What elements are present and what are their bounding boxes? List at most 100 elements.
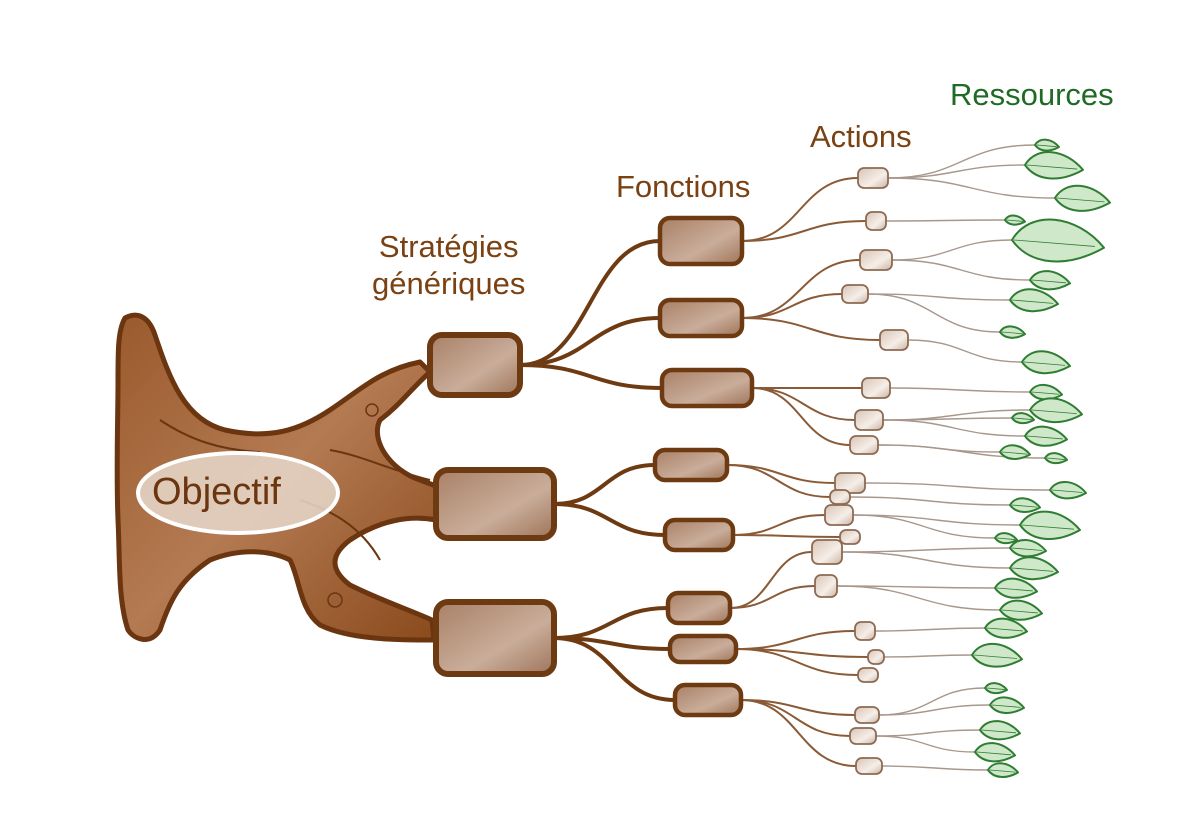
resource-leaf-icon [1029,270,1071,291]
function-action-link [726,464,836,484]
resource-leaf-icon [999,325,1026,339]
leaf-vein [1001,451,1028,455]
leaf-vein [1021,524,1075,530]
action-node [854,409,884,431]
resource-leaf-icon [1009,497,1041,513]
action-resource-link [874,627,986,632]
strategy-function-link [552,502,667,537]
action-node [859,249,893,271]
strategy-node [427,332,523,398]
action-node [879,329,909,351]
action-node [811,539,843,565]
action-node [854,706,880,724]
resource-leaf-icon [1024,425,1068,447]
function-action-link [751,387,856,421]
resource-leaf-icon [1029,397,1083,424]
leaf-vein [1026,164,1078,170]
resource-leaf-icon [1044,452,1068,465]
strategy-function-link [552,606,670,640]
leaf-vein [1011,567,1054,572]
leaf-vein [1031,409,1077,415]
leaf-vein [1013,239,1095,247]
function-node [662,517,736,553]
leaf-vein [981,729,1017,734]
action-resource-link [891,239,1013,261]
action-resource-link [878,704,991,716]
action-node [857,167,889,189]
action-resource-link [836,585,1001,611]
function-node [657,215,745,267]
strategy-node [433,467,557,541]
bark-line [329,449,431,481]
action-resource-link [885,219,1006,222]
action-resource-link [883,654,973,658]
resource-leaf-icon [999,599,1043,621]
resource-leaf-icon [984,617,1028,639]
function-action-link [741,177,859,242]
action-node [829,489,851,505]
action-node [855,757,883,775]
action-node [849,727,877,745]
strategy-node [433,599,557,677]
function-action-link [740,699,857,767]
leaf-vein [996,587,1033,592]
objective-ellipse [136,451,340,535]
action-node [824,504,854,526]
function-node [665,590,733,626]
leaf-vein [986,627,1023,632]
leaf-vein [1031,279,1067,284]
resource-leaf-icon [1021,350,1071,375]
leaf-vein [986,687,1005,690]
leaf-vein [1011,299,1054,304]
action-node [849,435,879,455]
leaf-vein [1026,435,1063,440]
resource-leaf-icon [1009,539,1047,558]
resource-leaf-icon [989,696,1025,714]
level-label-strategies-line2: génériques [372,266,526,302]
action-node [814,574,838,598]
function-action-link [735,648,859,676]
leaf-vein [976,751,1012,756]
strategy-function-link [518,316,662,367]
knot [327,592,343,608]
action-resource-link [836,585,996,589]
action-node [839,529,861,545]
action-node [861,377,891,399]
resource-leaf-icon [979,720,1021,741]
strategy-function-link [518,239,662,367]
resource-leaf-icon [994,532,1018,545]
leaf-vein [989,769,1016,773]
leaf-vein [1013,417,1032,420]
knot [365,403,379,417]
leaf-vein [1006,219,1024,222]
function-action-link [741,259,861,319]
action-resource-link [875,729,981,737]
action-node [865,211,887,231]
function-action-link [729,551,813,609]
resource-leaf-icon [994,577,1038,599]
strategy-function-link [518,363,664,390]
leaf-vein [1011,504,1038,508]
action-resource-link [864,482,1051,491]
resource-leaf-icon [1024,151,1084,180]
resource-leaf-icon [1011,218,1105,263]
action-resource-link [887,164,1026,179]
action-node [841,284,869,304]
action-resource-link [849,496,1011,506]
leaf-vein [1046,457,1065,460]
resource-leaf-icon [1009,288,1059,313]
resource-leaf-icon [1054,184,1111,212]
resource-leaf-icon [1009,556,1059,581]
function-node [659,367,755,409]
level-label-strategies-line1: Stratégies [378,229,519,264]
resource-leaf-icon [1011,412,1035,425]
function-node [652,447,730,483]
resource-leaf-icon [1004,214,1026,226]
resource-leaf-icon [984,682,1008,695]
resource-leaf-icon [999,444,1031,460]
leaf-vein [1001,609,1038,614]
action-resource-link [841,551,1011,569]
action-resource-link [852,514,1021,526]
resource-leaf-icon [1019,510,1081,540]
